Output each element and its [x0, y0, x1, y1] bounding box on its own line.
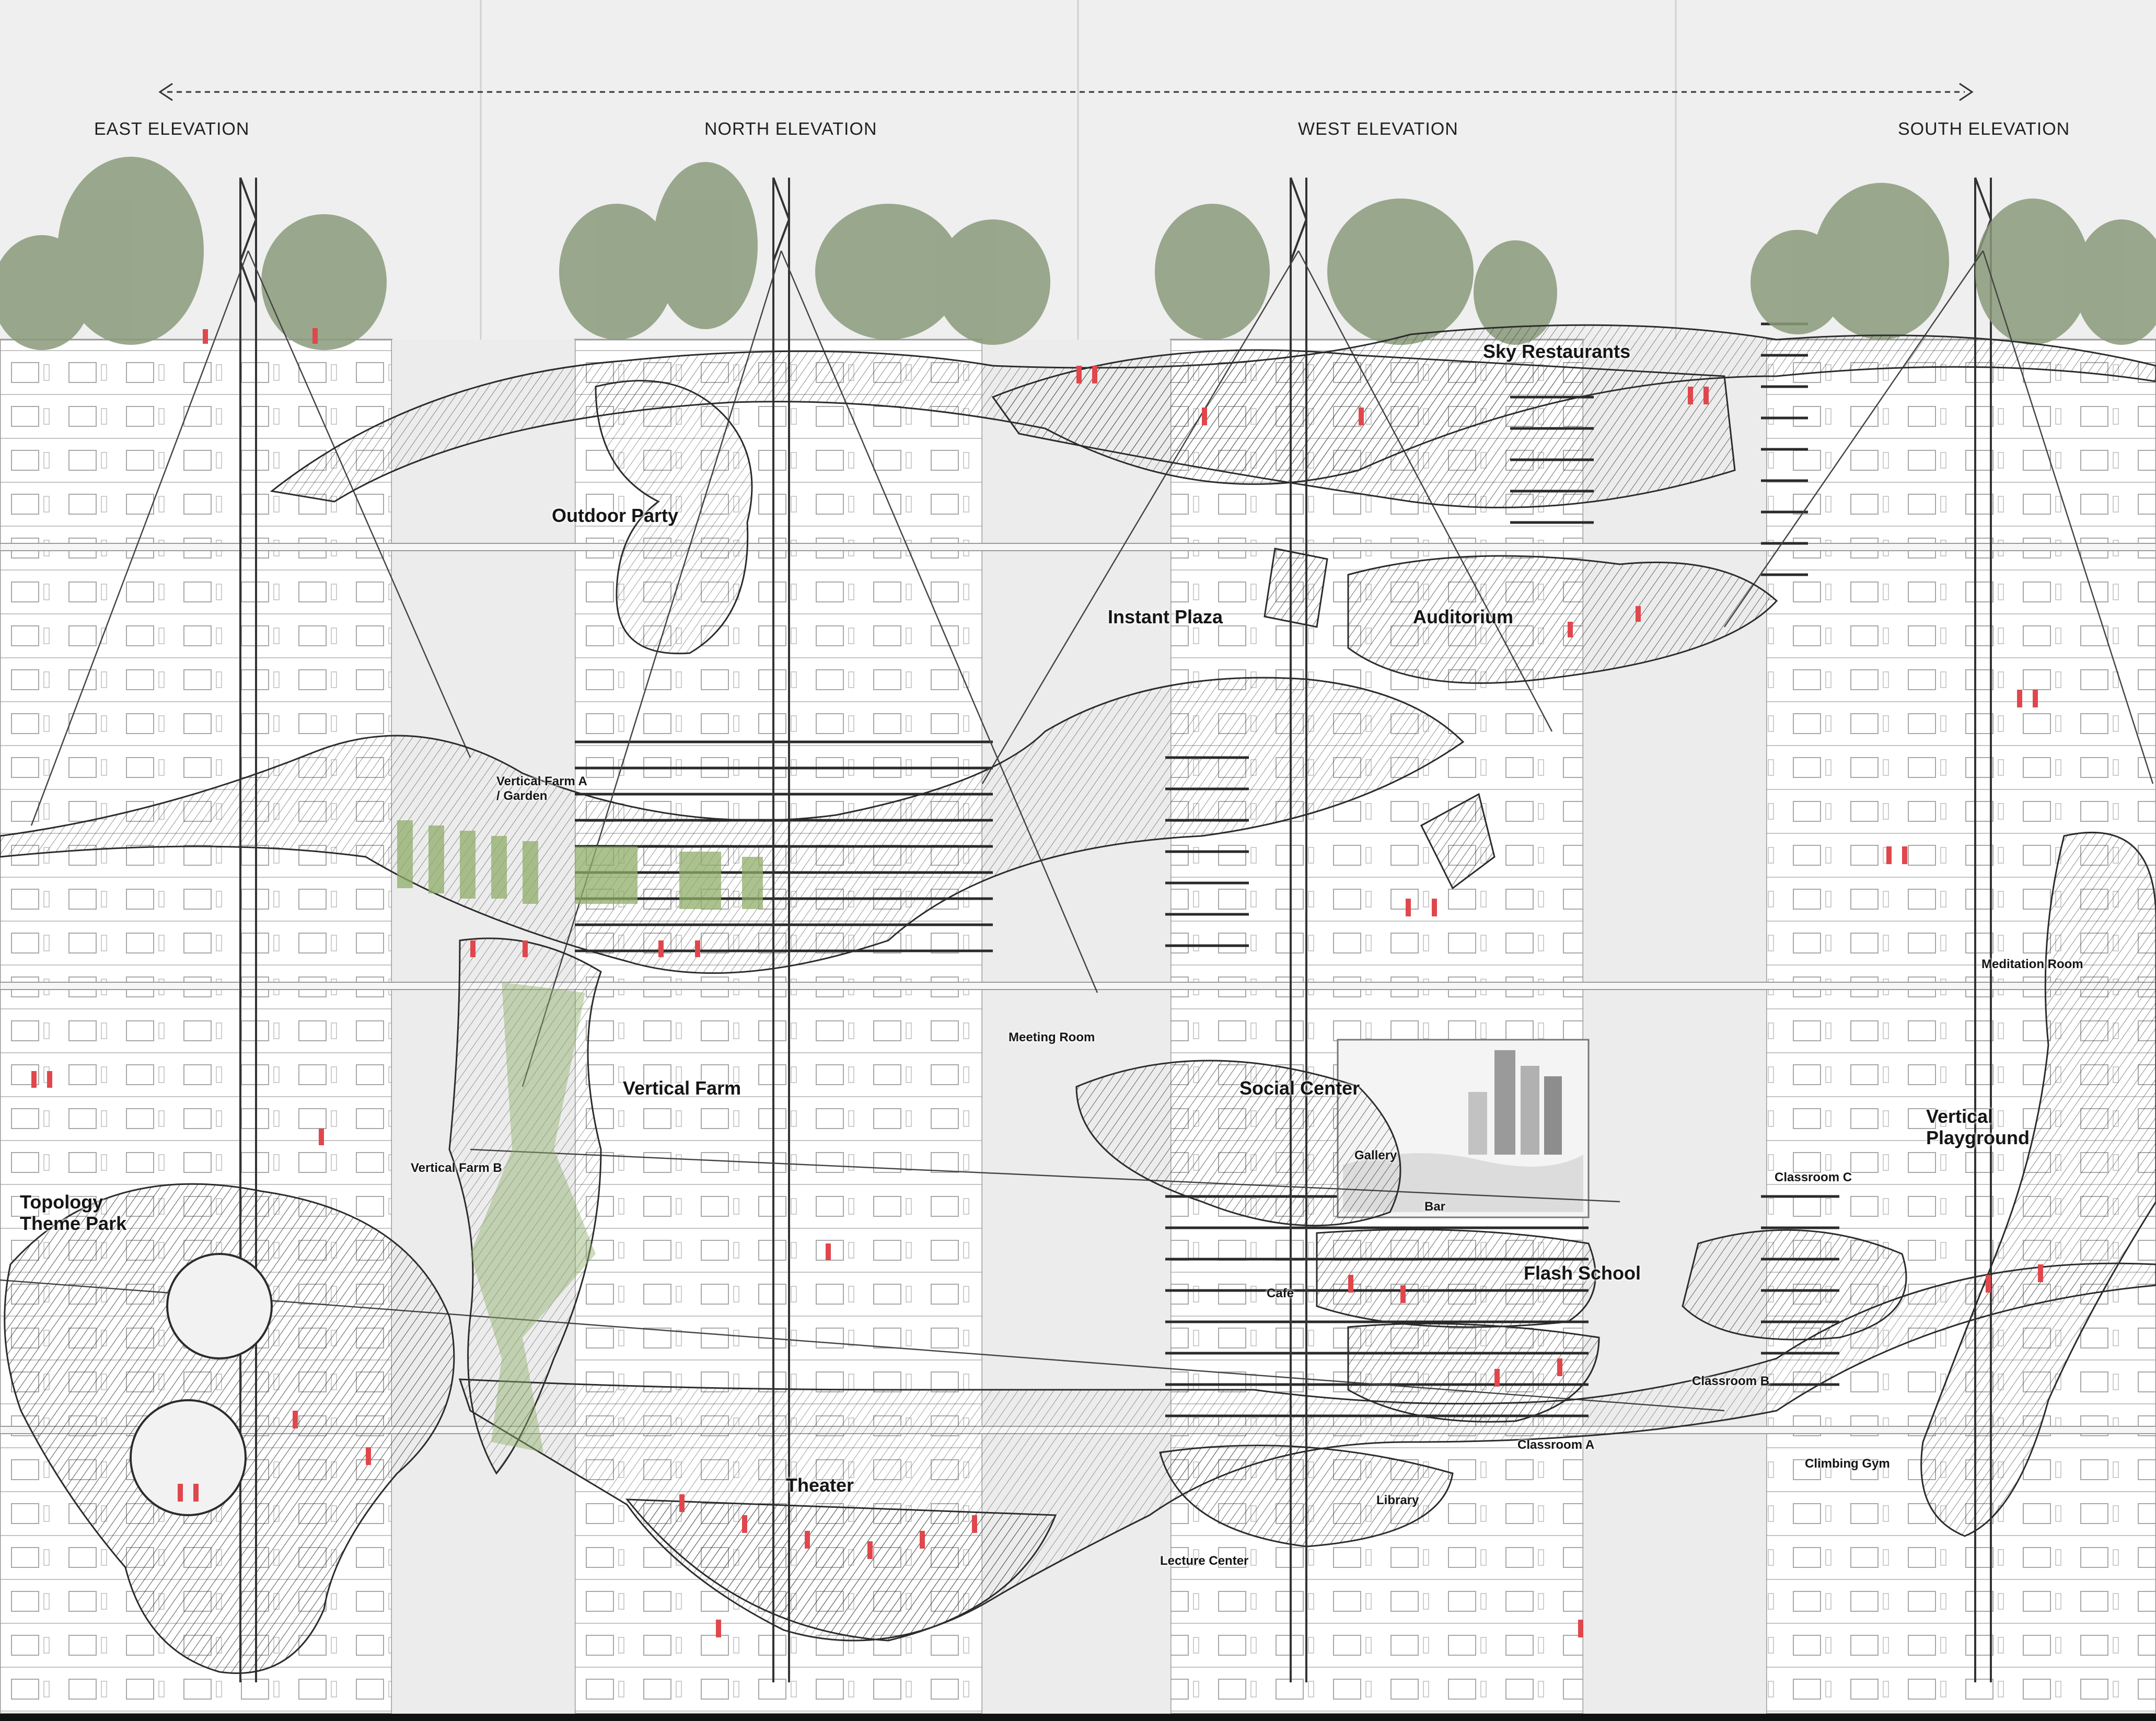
label-outdoor-party: Outdoor Party: [552, 505, 679, 526]
outdoor-party-pods: [595, 380, 753, 655]
theater-bowl: [625, 1498, 1057, 1642]
north-elevation-title: NORTH ELEVATION: [704, 119, 877, 139]
label-vertical-farm-a-line2: / Garden: [496, 788, 548, 803]
hanging-pod: [1420, 793, 1496, 890]
label-classroom-c: Classroom C: [1775, 1170, 1852, 1184]
label-auditorium: Auditorium: [1413, 606, 1513, 627]
label-vertical-farm-a-line1: Vertical Farm A: [496, 774, 587, 788]
diagrid-mesh: [0, 324, 2156, 1674]
label-vertical-playground-line1: Vertical: [1926, 1106, 1993, 1127]
ground-line: [0, 1714, 2156, 1721]
label-meeting-room: Meeting Room: [1009, 1030, 1095, 1044]
label-sky-restaurants: Sky Restaurants: [1483, 341, 1631, 362]
vertical-farm-planting: [397, 820, 763, 1452]
label-vertical-playground-line2: Playground: [1926, 1127, 2030, 1149]
middle-ribbon: [0, 677, 1465, 974]
label-gallery: Gallery: [1354, 1148, 1397, 1162]
transfer-slab: [0, 543, 2156, 551]
label-vertical-farm: Vertical Farm: [623, 1077, 741, 1099]
transfer-slab: [0, 982, 2156, 990]
label-topology-theme-park: Topology Theme Park: [20, 1191, 126, 1235]
rooftop-trees: [0, 157, 2156, 350]
label-lecture-center: Lecture Center: [1160, 1554, 1249, 1568]
library-pod: [1159, 1445, 1454, 1548]
label-vertical-playground: Vertical Playground: [1926, 1106, 2030, 1149]
label-bar: Bar: [1424, 1200, 1446, 1214]
label-meditation-room: Meditation Room: [1981, 957, 2083, 971]
label-classroom-a: Classroom A: [1517, 1438, 1595, 1452]
label-vertical-farm-b: Vertical Farm B: [411, 1161, 502, 1175]
instant-plaza-frame: [1264, 548, 1328, 628]
classroom-b-pod: [1682, 1229, 1907, 1341]
label-cafe: Cafe: [1267, 1286, 1294, 1300]
people: [31, 328, 2043, 1637]
east-elevation-title: EAST ELEVATION: [94, 119, 250, 139]
label-topology-line1: Topology: [20, 1191, 103, 1213]
auditorium-pod: [1347, 555, 1778, 684]
label-climbing-gym: Climbing Gym: [1805, 1457, 1890, 1471]
label-theater: Theater: [786, 1474, 854, 1496]
elevation-arrow: [158, 83, 1974, 101]
sky-restaurant-pod: [991, 349, 1736, 508]
label-vertical-farm-a: Vertical Farm A / Garden: [496, 774, 587, 803]
label-library: Library: [1376, 1493, 1419, 1507]
vertical-playground-ribbon: [1920, 831, 2156, 1537]
social-center-pod: [1075, 1060, 1401, 1227]
west-elevation-title: WEST ELEVATION: [1298, 119, 1458, 139]
label-topology-line2: Theme Park: [20, 1213, 127, 1235]
label-instant-plaza: Instant Plaza: [1108, 606, 1223, 627]
south-elevation-title: SOUTH ELEVATION: [1898, 119, 2070, 139]
label-flash-school: Flash School: [1524, 1262, 1641, 1284]
label-classroom-b: Classroom B: [1692, 1374, 1770, 1388]
label-social-center: Social Center: [1239, 1077, 1360, 1099]
